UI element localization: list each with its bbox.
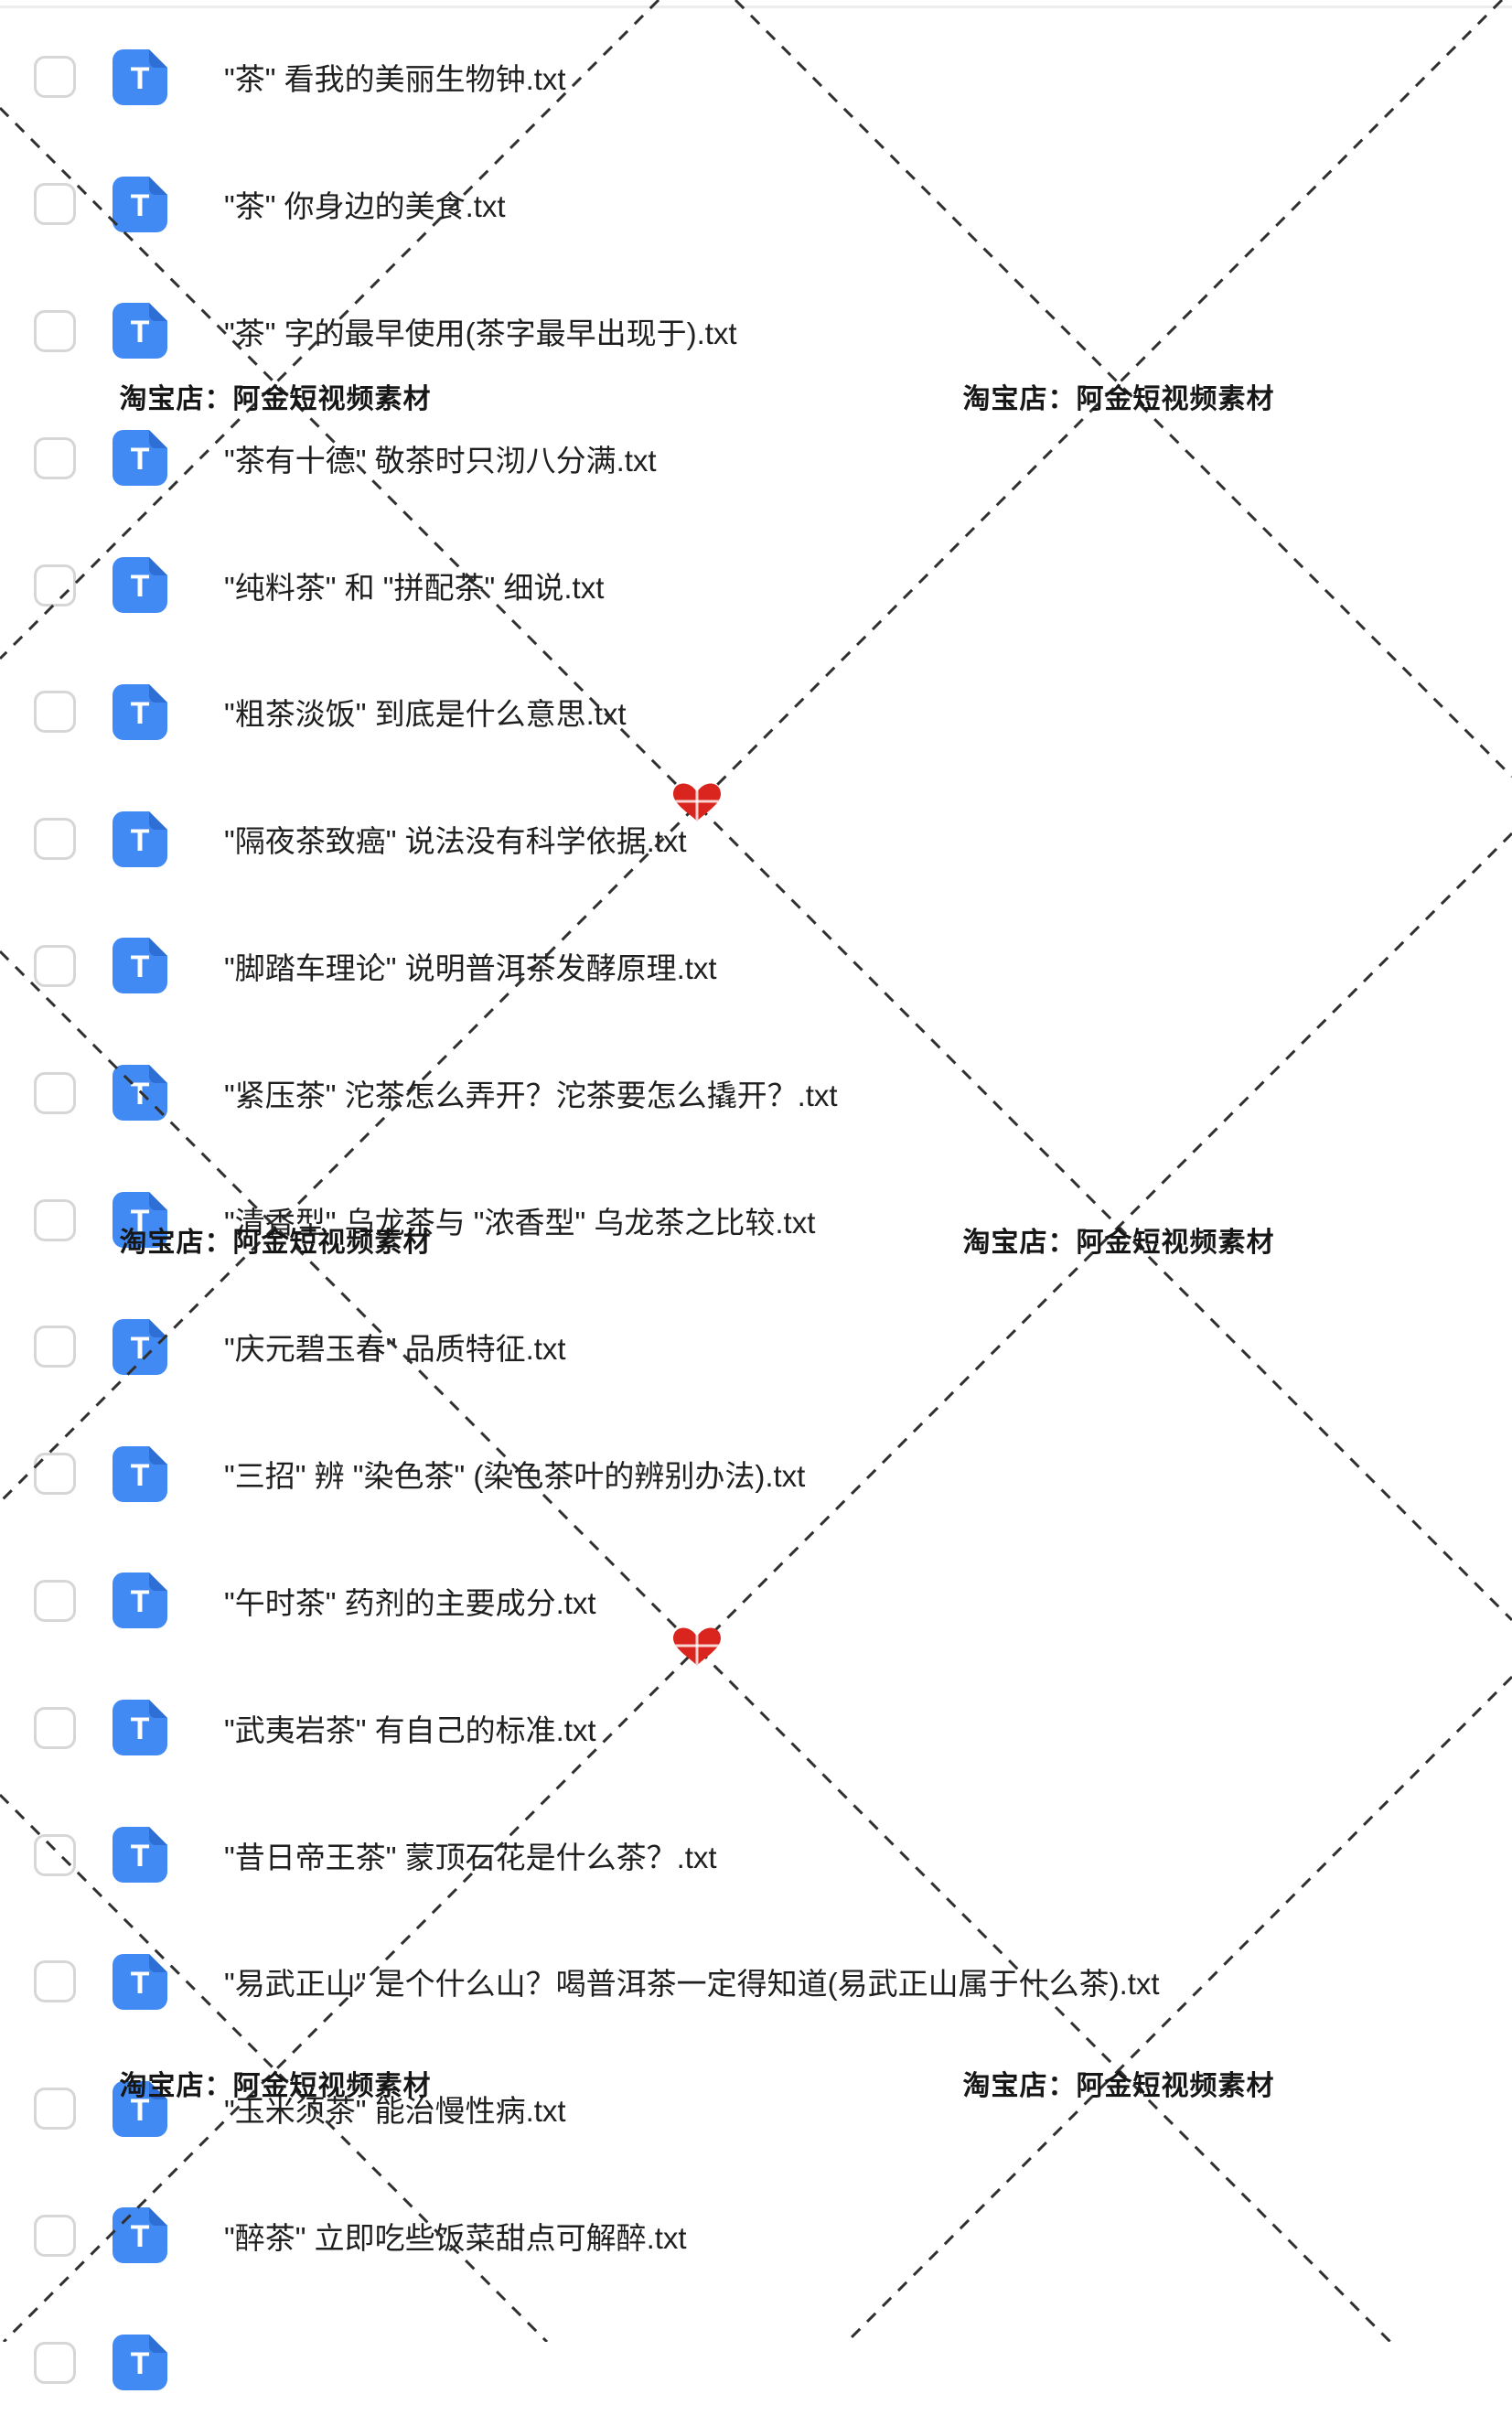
list-item[interactable]: T "三招" 辨 "染色茶" (染色茶叶的辨别办法).txt [0,1411,1512,1538]
file-icon-letter: T [131,823,150,858]
row-checkbox[interactable] [34,1071,76,1114]
file-icon-letter: T [131,2093,150,2128]
list-item[interactable]: T "脚踏车理论" 说明普洱茶发酵原理.txt [0,903,1512,1030]
row-checkbox[interactable] [34,309,76,352]
file-icon-letter: T [131,2346,150,2381]
file-name[interactable]: "易武正山" 是个什么山？喝普洱茶一定得知道(易武正山属于什么茶).txt [224,1967,1160,2002]
file-icon-letter: T [131,1584,150,1619]
row-checkbox[interactable] [34,1579,76,1622]
row-checkbox[interactable] [34,2088,76,2131]
text-file-icon: T [113,1573,167,1629]
file-name[interactable]: "纯料茶" 和 "拼配茶" 细说.txt [224,570,605,605]
row-checkbox[interactable] [34,1326,76,1369]
text-file-icon: T [113,810,167,867]
row-checkbox[interactable] [34,564,76,606]
row-checkbox[interactable] [34,1833,76,1876]
list-item[interactable]: T "粗茶淡饭" 到底是什么意思.txt [0,649,1512,776]
text-file-icon: T [113,430,167,487]
row-checkbox[interactable] [34,1706,76,1749]
list-item[interactable]: T "纯料茶" 和 "拼配茶" 细说.txt [0,521,1512,649]
list-item[interactable]: T "茶" 字的最早使用(茶字最早出现于).txt [0,268,1512,395]
file-name[interactable]: "清香型" 乌龙茶与 "浓香型" 乌龙茶之比较.txt [224,1205,816,1240]
file-name[interactable]: "庆元碧玉春" 品质特征.txt [224,1332,566,1367]
file-name[interactable]: "午时茶" 药剂的主要成分.txt [224,1585,596,1620]
file-name[interactable]: "脚踏车理论" 说明普洱茶发酵原理.txt [224,950,717,985]
file-icon-letter: T [131,950,150,984]
file-icon-letter: T [131,1839,150,1873]
file-name[interactable]: "玉米须茶" 能治慢性病.txt [224,2094,566,2129]
file-icon-letter: T [131,696,150,731]
row-checkbox[interactable] [34,56,76,99]
list-item[interactable]: T "午时茶" 药剂的主要成分.txt [0,1538,1512,1665]
file-icon-letter: T [131,61,150,96]
file-icon-letter: T [131,188,150,223]
file-name[interactable]: "茶有十德" 敬茶时只沏八分满.txt [224,443,657,478]
file-name[interactable]: "茶" 字的最早使用(茶字最早出现于).txt [224,316,737,350]
file-name[interactable]: "紧压茶" 沱茶怎么弄开？沱茶要怎么撬开？.txt [224,1078,838,1112]
list-item[interactable]: T [0,2299,1512,2426]
row-checkbox[interactable] [34,1453,76,1496]
text-file-icon: T [113,938,167,994]
file-icon-letter: T [131,2219,150,2254]
top-divider [0,5,1512,8]
text-file-icon: T [113,1700,167,1756]
text-file-icon: T [113,2080,167,2137]
row-checkbox[interactable] [34,1198,76,1241]
row-checkbox[interactable] [34,691,76,734]
text-file-icon: T [113,1445,167,1502]
list-item[interactable]: T "玉米须茶" 能治慢性病.txt [0,2045,1512,2173]
text-file-icon: T [113,2335,167,2391]
list-item[interactable]: T "庆元碧玉春" 品质特征.txt [0,1283,1512,1411]
text-file-icon: T [113,1827,167,1884]
text-file-icon: T [113,1318,167,1375]
list-item[interactable]: T "紧压茶" 沱茶怎么弄开？沱茶要怎么撬开？.txt [0,1029,1512,1156]
list-item[interactable]: T "武夷岩茶" 有自己的标准.txt [0,1664,1512,1791]
text-file-icon: T [113,303,167,360]
file-icon-letter: T [131,1712,150,1746]
text-file-icon: T [113,1953,167,2010]
file-name[interactable]: "隔夜茶致癌" 说法没有科学依据.txt [224,824,687,859]
file-name[interactable]: "茶" 你身边的美食.txt [224,189,506,224]
file-name[interactable]: "醉茶" 立即吃些饭菜甜点可解醉.txt [224,2220,687,2255]
text-file-icon: T [113,176,167,232]
list-item[interactable]: T "醉茶" 立即吃些饭菜甜点可解醉.txt [0,2173,1512,2300]
file-icon-letter: T [131,1077,150,1111]
list-item[interactable]: T "昔日帝王茶" 蒙顶石花是什么茶？.txt [0,1791,1512,1918]
list-item[interactable]: T "茶有十德" 敬茶时只沏八分满.txt [0,394,1512,521]
text-file-icon: T [113,1065,167,1122]
file-icon-letter: T [131,1204,150,1239]
row-checkbox[interactable] [34,436,76,479]
file-icon-letter: T [131,442,150,477]
row-checkbox[interactable] [34,944,76,987]
file-name[interactable]: "茶" 看我的美丽生物钟.txt [224,62,566,97]
text-file-icon: T [113,1192,167,1249]
file-icon-letter: T [131,1458,150,1493]
text-file-icon: T [113,557,167,614]
text-file-icon: T [113,2207,167,2264]
row-checkbox[interactable] [34,183,76,226]
file-name[interactable]: "粗茶淡饭" 到底是什么意思.txt [224,697,627,732]
file-name[interactable]: "三招" 辨 "染色茶" (染色茶叶的辨别办法).txt [224,1459,806,1494]
row-checkbox[interactable] [34,2214,76,2257]
file-name[interactable]: "昔日帝王茶" 蒙顶石花是什么茶？.txt [224,1840,717,1874]
list-item[interactable]: T "茶" 你身边的美食.txt [0,141,1512,268]
list-item[interactable]: T "隔夜茶致癌" 说法没有科学依据.txt [0,776,1512,903]
row-checkbox[interactable] [34,2341,76,2384]
file-icon-letter: T [131,1331,150,1366]
text-file-icon: T [113,48,167,105]
file-list: T "茶" 看我的美丽生物钟.txt T "茶" 你身边的美食.txt T "茶… [0,14,1512,2426]
file-icon-letter: T [131,1966,150,2001]
list-item[interactable]: T "易武正山" 是个什么山？喝普洱茶一定得知道(易武正山属于什么茶).txt [0,1918,1512,2045]
row-checkbox[interactable] [34,1960,76,2003]
text-file-icon: T [113,683,167,740]
file-name[interactable]: "武夷岩茶" 有自己的标准.txt [224,1712,596,1747]
row-checkbox[interactable] [34,818,76,861]
file-icon-letter: T [131,569,150,604]
file-icon-letter: T [131,315,150,349]
list-item[interactable]: T "茶" 看我的美丽生物钟.txt [0,14,1512,141]
list-item[interactable]: T "清香型" 乌龙茶与 "浓香型" 乌龙茶之比较.txt [0,1156,1512,1283]
